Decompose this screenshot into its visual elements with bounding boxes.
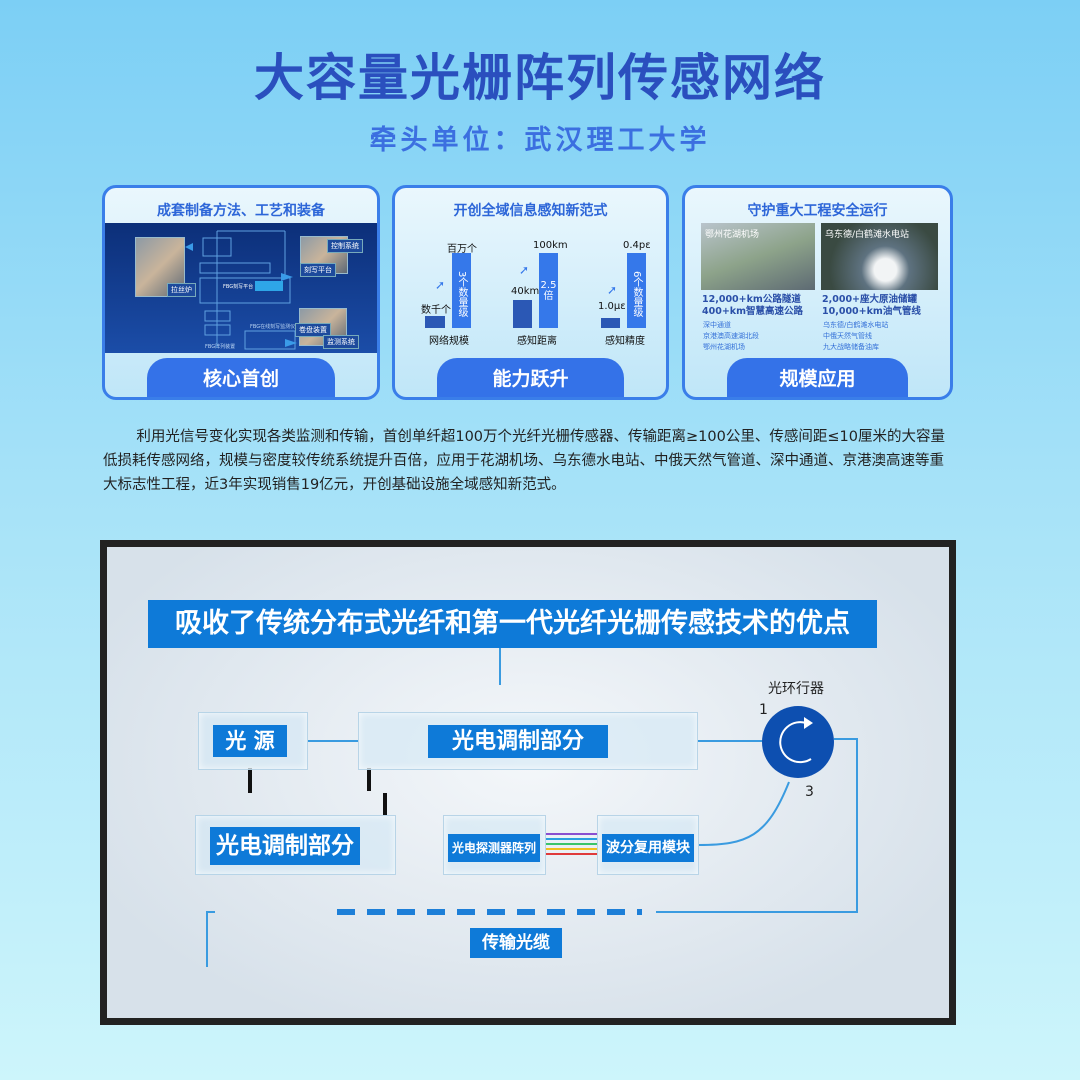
metric-after: 0.4pε [623,240,651,251]
metric-before: 40km [511,286,540,297]
card-heading: 成套制备方法、工艺和装备 [157,203,325,219]
diagram-label: 拉丝炉 [167,283,196,297]
card-heading: 守护重大工程安全运行 [747,203,888,219]
project: 鄂州花湖机场 [703,343,745,351]
arrow-up-icon: ➚ [607,283,618,297]
lead-unit: 牵头单位：武汉理工大学 [369,125,711,156]
metric-before-bar [601,318,620,328]
light-source-label: 光 源 [213,725,287,757]
hydropower-image: 乌东德/白鹤滩水电站 [821,223,938,290]
stat: 400+km智慧高速公路 [702,306,804,317]
modulator-top-block [358,712,698,770]
stat: 10,000+km油气管线 [822,306,921,317]
card-applications: 守护重大工程安全运行 鄂州花湖机场 乌东德/白鹤滩水电站 12,000+km公路… [682,185,953,400]
image-caption: 鄂州花湖机场 [705,230,760,240]
arrow-up-icon: ➚ [519,263,530,277]
projects-right: 乌东德/白鹤滩水电站中俄天然气管线九大战略储备油库 [823,320,888,353]
diagram-label: FBG刻写平台 [223,284,254,290]
diagram-connectors [206,647,858,967]
card-footer-label: 能力跃升 [437,358,624,397]
wdm-module-label: 波分复用模块 [602,834,694,862]
page-title: 大容量光栅阵列传感网络 [254,49,826,107]
metric-before: 数千个 [421,305,451,316]
metric-after: 百万个 [447,244,477,255]
metric-gain-bar: 3个数量级 [452,253,471,328]
card-footer-label: 规模应用 [727,358,908,397]
modulator-bottom-label: 光电调制部分 [210,827,360,865]
video-frame[interactable]: 吸收了传统分布式光纤和第一代光纤光栅传感技术的优点 光 源 光电调制部分 光环行… [100,540,956,1025]
description-paragraph: 利用光信号变化实现各类监测和传输，首创单纤超100万个光纤光栅传感器、传输距离≥… [103,429,945,493]
stat: 12,000+km公路隧道 [702,294,801,305]
port-3-label: 3 [805,784,814,800]
project: 京港澳高速湖北段 [703,332,759,340]
furnace-photo [135,237,185,297]
card-footer-label: 核心首创 [147,358,335,397]
image-caption: 乌东德/白鹤滩水电站 [825,230,910,240]
diagram-label: FBG阵列装置 [205,344,236,350]
port-1-label: 1 [759,702,768,718]
diagram-label: 卷盘装置 [295,323,331,337]
projects-left: 深中通道京港澳高速湖北段鄂州花湖机场 [703,320,759,353]
cable-label: 传输光缆 [470,928,562,958]
metric-gain-bar: 6个数量级 [627,253,646,328]
project: 深中通道 [703,321,731,329]
airport-image: 鄂州花湖机场 [701,223,815,290]
metric-after: 100km [533,240,568,251]
project: 九大战略储备油库 [823,343,879,351]
video-screen: 吸收了传统分布式光纤和第一代光纤光栅传感技术的优点 光 源 光电调制部分 光环行… [107,547,949,1018]
equipment-diagram: 拉丝炉 控制系统 刻写平台 FBG刻写平台 卷盘装置 监测系统 FBG在线刻写监… [105,223,377,353]
metric-gain-bar: 2.5倍 [539,253,558,328]
metric-before: 1.0με [598,301,626,312]
diagram-label: 控制系统 [327,239,363,253]
diagram-label: 监测系统 [323,335,359,349]
modulator-top-label: 光电调制部分 [428,725,608,758]
diagram-banner: 吸收了传统分布式光纤和第一代光纤光栅传感技术的优点 [148,600,877,648]
card-core-innovation: 成套制备方法、工艺和装备 拉丝炉 控制系统 刻写平台 FBG刻写平台 卷盘装置 … [102,185,380,400]
diagram-label: 刻写平台 [300,263,336,277]
project: 中俄天然气管线 [823,332,872,340]
circulator-label: 光环行器 [768,681,824,697]
project: 乌东德/白鹤滩水电站 [823,321,889,329]
metric-name: 网络规模 [429,336,469,347]
diagram-label: FBG在线刻写监测仪 [250,324,296,330]
circulator-icon [762,706,834,778]
stat: 2,000+座大原油储罐 [822,294,918,305]
diagram-lines [185,230,297,350]
metric-name: 感知精度 [605,336,645,347]
card-capability: 开创全域信息感知新范式 数千个 ➚ 百万个 3个数量级 网络规模 40km ➚ … [392,185,669,400]
detector-array-label: 光电探测器阵列 [448,834,540,862]
metric-before-bar [513,300,532,328]
arrow-up-icon: ➚ [435,278,446,292]
metric-name: 感知距离 [517,336,557,347]
metric-before-bar [425,316,445,328]
card-heading: 开创全域信息感知新范式 [453,203,608,219]
